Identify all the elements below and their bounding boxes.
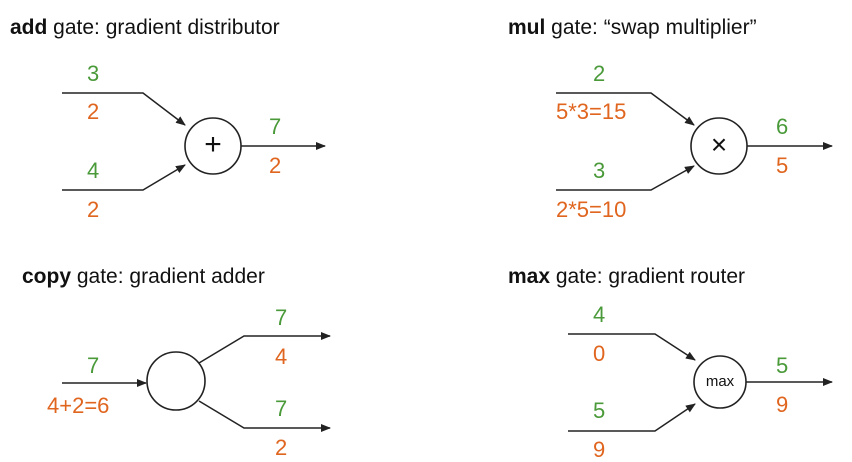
max-gate-description: gate: gradient router [550, 265, 745, 288]
add-input-2-edge [62, 164, 186, 191]
mul-output-gradient-value: 5 [776, 153, 789, 178]
copy-input-gradient-value: 4+2=6 [47, 393, 110, 418]
copy-output-1-forward-value: 7 [275, 305, 288, 330]
add-gate-title: add gate: gradient distributor [10, 17, 280, 38]
plus-icon: + [204, 128, 222, 161]
mul-gate-description: gate: “swap multiplier” [545, 16, 757, 39]
max-input-2-gradient-value: 9 [593, 437, 606, 462]
copy-output-2-edge [198, 400, 331, 432]
add-input-1-edge [62, 92, 186, 126]
mul-gate-title: mul gate: “swap multiplier” [508, 17, 757, 38]
add-input-1-gradient-value: 2 [87, 99, 100, 124]
mul-input-1-forward-value: 2 [593, 61, 606, 86]
max-input-2-edge [568, 403, 696, 432]
mul-input-2-forward-value: 3 [593, 158, 606, 183]
copy-input-forward-value: 7 [87, 353, 100, 378]
add-gate-graph [62, 92, 326, 191]
mul-input-2-gradient-value: 2*5=10 [556, 197, 627, 222]
add-output-gradient-value: 2 [269, 153, 282, 178]
max-output-forward-value: 5 [776, 353, 789, 378]
copy-gate-description: gate: gradient adder [71, 265, 265, 288]
copy-output-2-forward-value: 7 [275, 396, 288, 421]
mul-gate-graph [556, 92, 833, 191]
mul-input-1-edge [556, 92, 695, 126]
add-input-1-forward-value: 3 [87, 61, 100, 86]
copy-node [146, 351, 206, 411]
max-input-1-forward-value: 4 [593, 302, 606, 327]
add-output-forward-value: 7 [269, 114, 282, 139]
copy-gate-graph [62, 332, 331, 432]
max-gate-keyword: max [508, 265, 551, 288]
copy-gate-keyword: copy [22, 265, 72, 288]
copy-output-2-gradient-value: 2 [275, 435, 288, 460]
max-input-1-edge [568, 333, 696, 361]
max-gate-graph [568, 333, 833, 432]
multiply-icon: × [710, 129, 728, 160]
copy-output-1-gradient-value: 4 [275, 344, 288, 369]
mul-input-1-gradient-value: 5*3=15 [556, 99, 627, 124]
copy-output-1-edge [198, 332, 331, 364]
add-input-2-gradient-value: 2 [87, 197, 100, 222]
max-input-1-gradient-value: 0 [593, 341, 606, 366]
max-input-2-forward-value: 5 [593, 398, 606, 423]
max-node-label: max [705, 373, 735, 390]
add-input-2-forward-value: 4 [87, 158, 100, 183]
add-gate-description: gate: gradient distributor [47, 16, 280, 39]
copy-gate-title: copy gate: gradient adder [22, 266, 265, 287]
mul-output-forward-value: 6 [776, 114, 789, 139]
mul-input-2-edge [556, 165, 695, 191]
max-gate-title: max gate: gradient router [508, 266, 745, 287]
mul-gate-keyword: mul [508, 16, 546, 39]
max-output-gradient-value: 9 [776, 392, 789, 417]
add-gate-keyword: add [10, 16, 48, 39]
